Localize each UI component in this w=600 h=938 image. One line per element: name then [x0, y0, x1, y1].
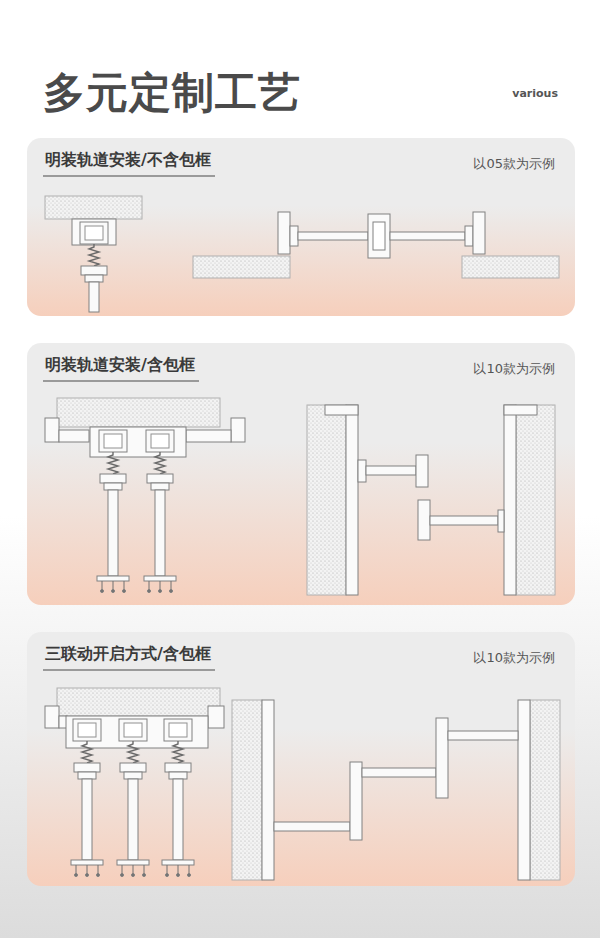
example-note: 以05款为示例	[473, 156, 555, 172]
drawing-part	[504, 405, 537, 415]
example-panel: 明装轨道安装/含包框 以10款为示例	[27, 343, 575, 605]
drawing-part	[416, 455, 428, 487]
drawing-part	[350, 762, 362, 840]
drawing-part	[57, 398, 220, 427]
panel-heading: 三联动开启方式/含包框	[43, 644, 215, 671]
drawing-part	[155, 490, 165, 576]
drawing-part	[146, 430, 174, 490]
drawing-part	[59, 716, 67, 728]
corner-tag: various	[512, 87, 558, 100]
drawing-part	[186, 430, 231, 442]
drawing-part	[418, 500, 430, 540]
drawing-part	[390, 232, 465, 240]
drawing-part	[162, 860, 194, 877]
drawing-part	[73, 719, 101, 779]
drawing-part	[45, 706, 59, 728]
drawing-part	[448, 731, 518, 740]
drawing-part	[436, 718, 448, 798]
drawing-part	[231, 418, 245, 442]
section-plan-2	[307, 405, 555, 595]
page-title: 多元定制工艺	[43, 70, 301, 116]
drawing-part	[97, 576, 129, 593]
panel-heading: 明装轨道安装/含包框	[43, 355, 199, 382]
drawing-part	[465, 226, 473, 246]
example-note: 以10款为示例	[473, 361, 555, 377]
drawing-part	[71, 860, 103, 877]
drawing-part	[473, 212, 485, 254]
drawing-part	[57, 688, 220, 716]
example-panel: 明装轨道安装/不含包框 以05款为示例	[27, 138, 575, 316]
panel-heading: 明装轨道安装/不含包框	[43, 150, 215, 177]
drawing-part	[128, 779, 138, 860]
drawing-part	[99, 430, 127, 490]
drawing-part	[298, 232, 368, 240]
drawing-part	[366, 466, 416, 475]
drawing-part	[325, 405, 358, 415]
drawing-part	[66, 716, 208, 748]
section-plan-1	[193, 212, 559, 278]
drawing-part	[117, 860, 149, 877]
drawing-part	[346, 405, 358, 595]
drawing-part	[358, 460, 366, 482]
drawing-part	[368, 214, 390, 258]
drawing-part	[498, 510, 504, 532]
drawing-part	[290, 226, 298, 246]
drawing-part	[274, 822, 350, 831]
drawing-part	[45, 418, 59, 442]
drawing-part	[208, 706, 224, 728]
drawing-part	[307, 405, 346, 595]
drawing-part	[90, 427, 186, 457]
drawing-part	[430, 516, 498, 525]
drawing-part	[530, 700, 560, 880]
example-panel: 三联动开启方式/含包框 以10款为示例	[27, 632, 575, 886]
drawing-part	[373, 222, 385, 250]
drawing-part	[72, 219, 116, 245]
drawing-part	[80, 222, 108, 282]
drawing-part	[232, 700, 262, 880]
section-left-3	[45, 688, 224, 877]
drawing-part	[193, 256, 290, 278]
drawing-part	[278, 212, 290, 254]
drawing-part	[518, 700, 530, 880]
section-left-2	[45, 398, 245, 593]
drawing-part	[89, 282, 99, 312]
drawing-part	[164, 719, 192, 779]
example-note: 以10款为示例	[473, 650, 555, 666]
drawing-part	[144, 576, 176, 593]
drawing-part	[516, 405, 555, 595]
drawing-part	[45, 196, 142, 219]
drawing-part	[262, 700, 274, 880]
section-left-1	[45, 196, 142, 312]
section-plan-3	[232, 700, 560, 880]
drawing-part	[504, 405, 516, 595]
drawing-part	[108, 490, 118, 576]
drawing-part	[59, 430, 89, 442]
drawing-part	[173, 779, 183, 860]
drawing-part	[119, 719, 147, 779]
drawing-part	[462, 256, 559, 278]
drawing-part	[82, 779, 92, 860]
drawing-part	[362, 768, 436, 777]
